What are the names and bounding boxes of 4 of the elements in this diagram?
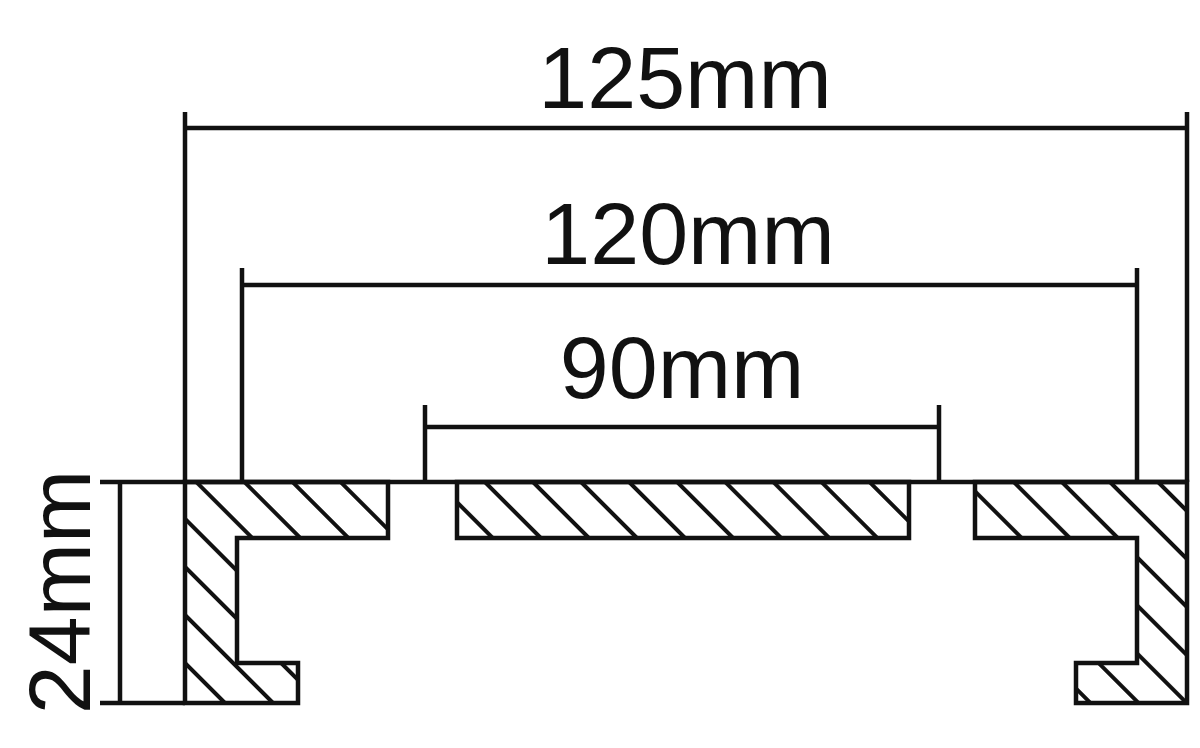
dimension-label: 90mm <box>559 324 805 412</box>
dimension-label: 24mm <box>16 469 104 715</box>
dimension-label: 125mm <box>538 34 832 122</box>
dimension-label: 120mm <box>541 190 835 278</box>
